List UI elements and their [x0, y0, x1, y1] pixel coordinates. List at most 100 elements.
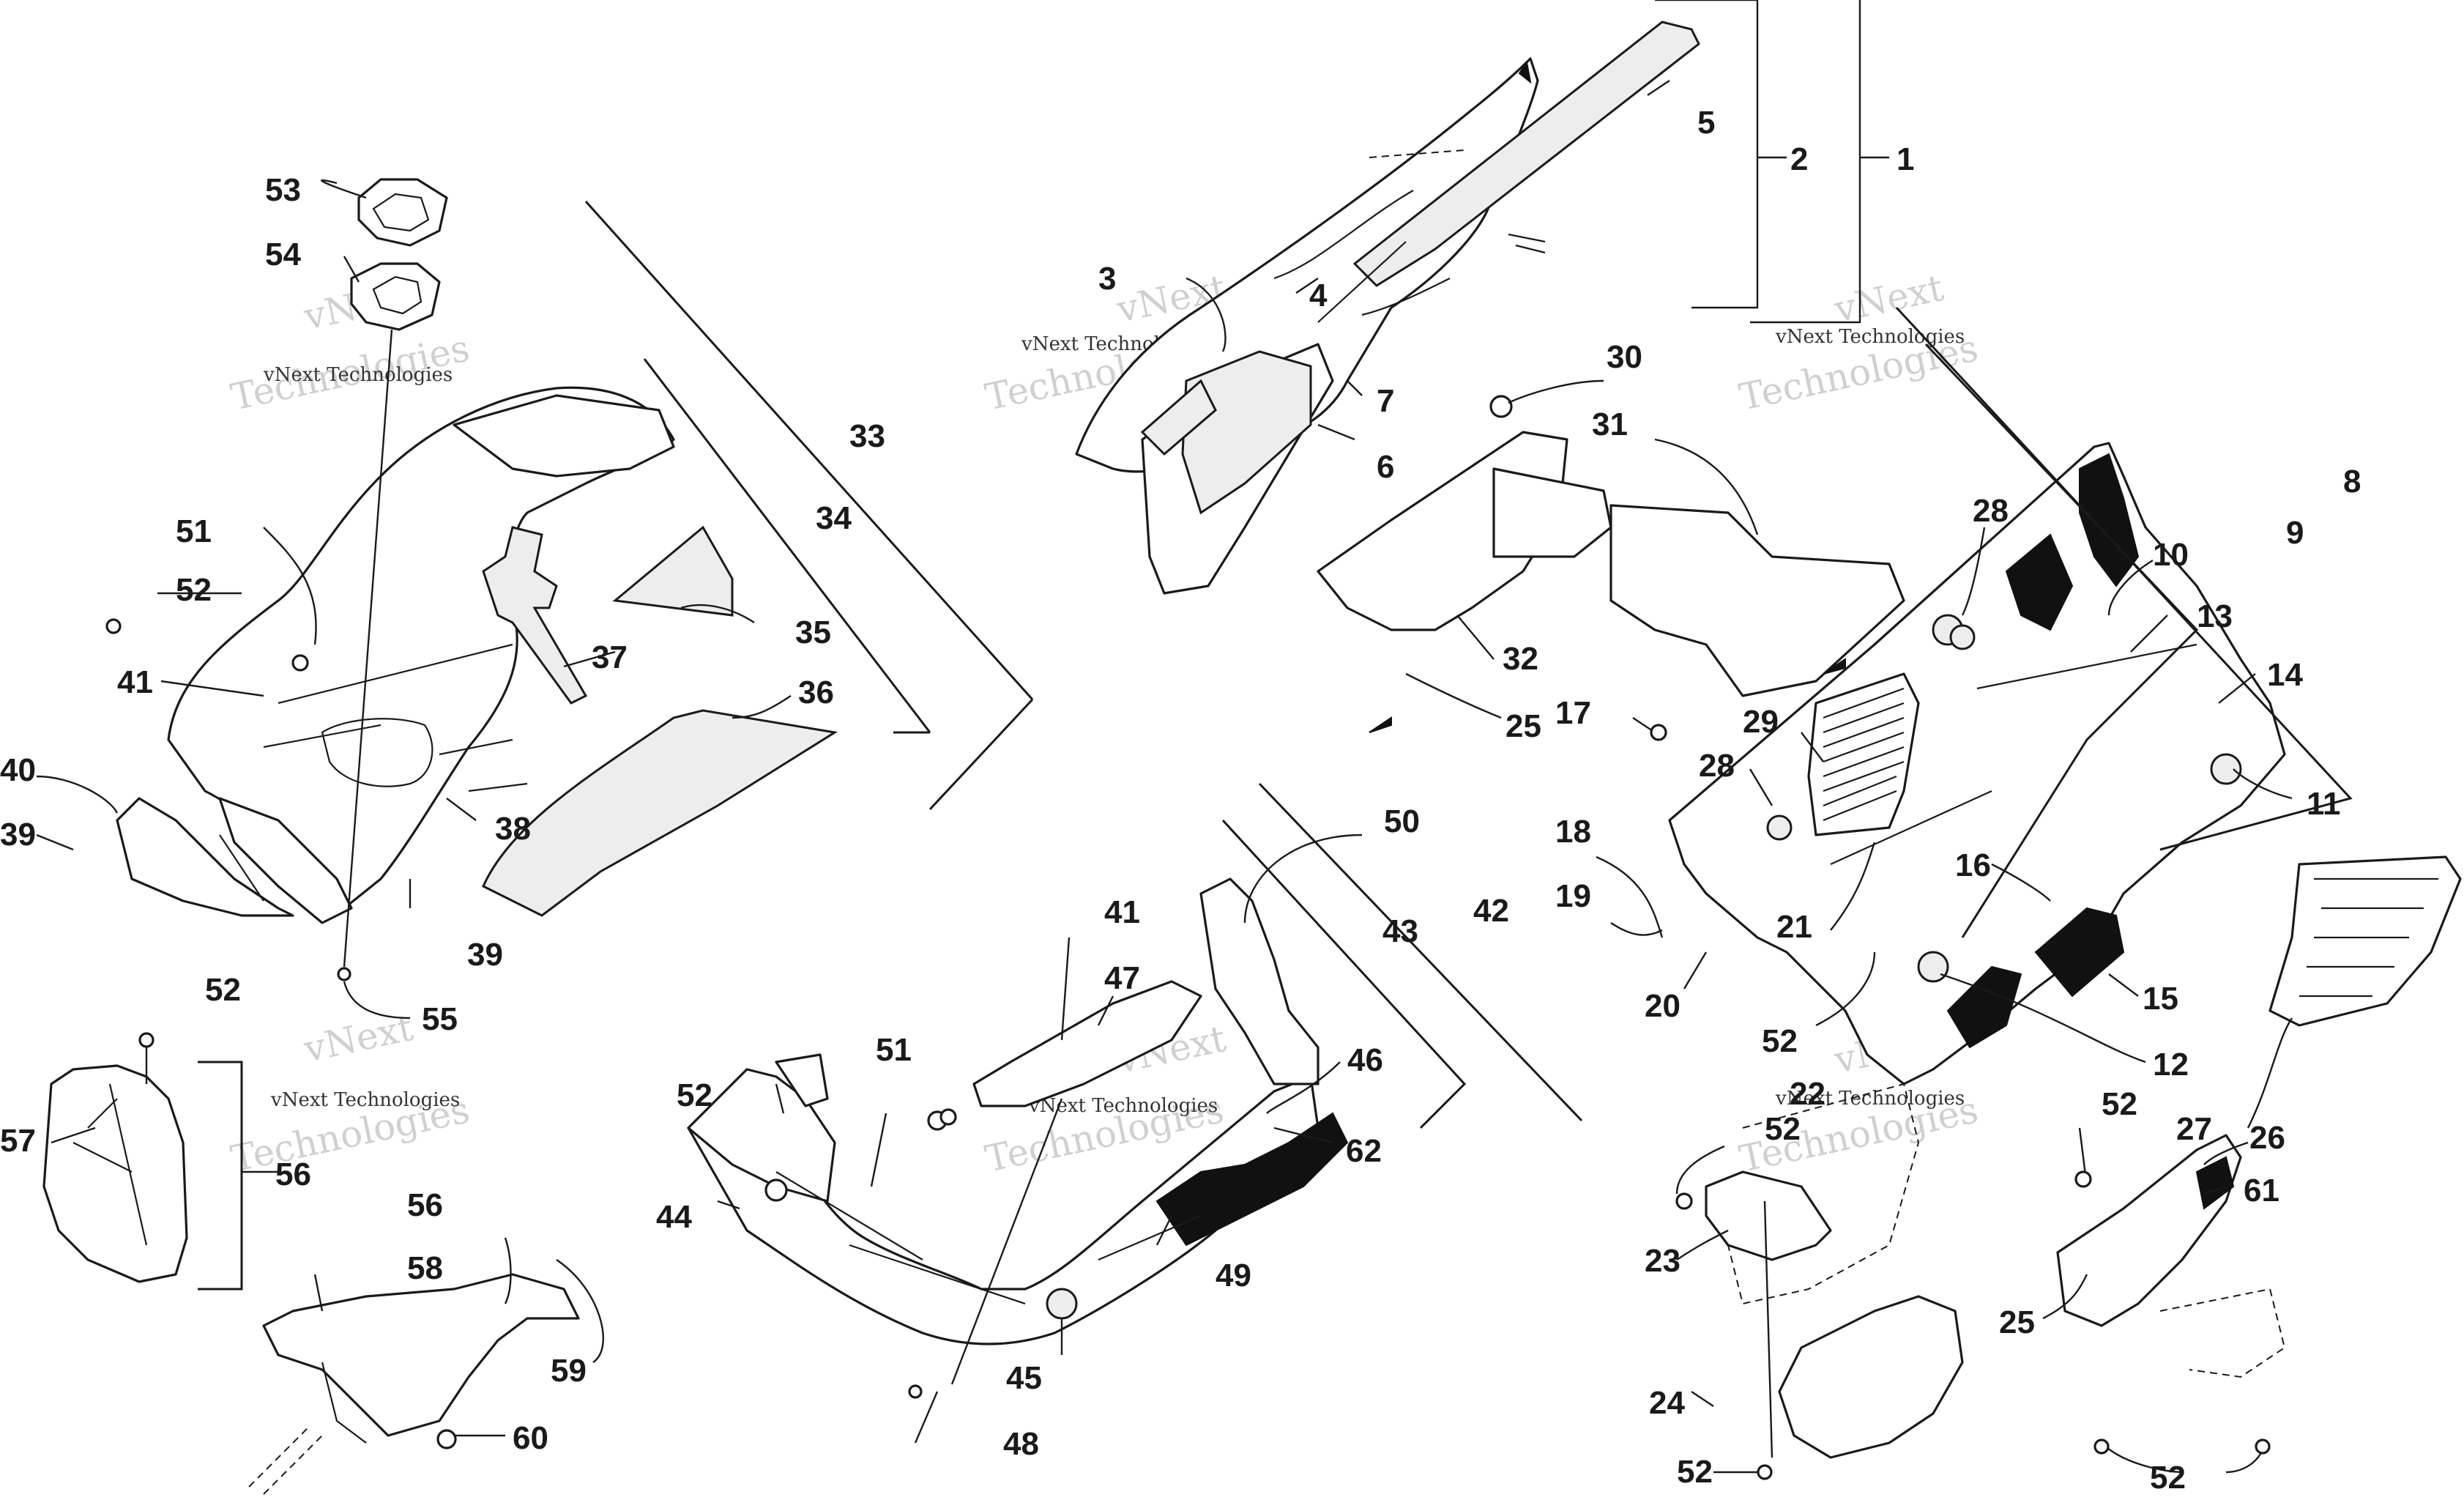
bracket-2 [1655, 0, 1759, 309]
bracket-57-ribs [72, 1083, 148, 1246]
leader-52-right-upper [1815, 951, 1876, 1027]
callout-18: 18 [1555, 814, 1591, 850]
panel-32-inner [1492, 467, 1612, 558]
bracket-1 [1750, 0, 1861, 324]
leader-19 [1610, 922, 1663, 936]
leader-28-upper [1961, 527, 1986, 616]
callout-52-left: 52 [176, 572, 212, 608]
nose-pan-ribs [263, 643, 528, 792]
pad-11 [2210, 753, 2242, 785]
callout-24: 24 [1649, 1385, 1685, 1421]
callout-21: 21 [1776, 909, 1812, 945]
callout-28-upper: 28 [1973, 493, 2009, 529]
callout-20: 20 [1645, 988, 1680, 1024]
belly-pan-right-wall [1199, 877, 1320, 1085]
callout-51-left: 51 [176, 513, 212, 549]
callout-54: 54 [265, 237, 301, 272]
callout-41-left: 41 [117, 664, 153, 700]
callout-26: 26 [2249, 1120, 2285, 1156]
callout-62: 62 [1346, 1133, 1382, 1169]
callout-49: 49 [1216, 1258, 1251, 1293]
callout-32: 32 [1503, 641, 1538, 677]
seat-hidden-edge [1369, 149, 1465, 158]
callout-46: 46 [1347, 1042, 1383, 1078]
callout-55: 55 [422, 1001, 458, 1037]
leader-16 [1991, 863, 2051, 902]
callout-42: 42 [1473, 893, 1509, 929]
leader-15 [2108, 973, 2139, 997]
callout-28-lower: 28 [1699, 748, 1735, 784]
watermark-caption: vNext Technologies [270, 1089, 460, 1111]
panel-23 [1705, 1170, 1832, 1261]
callout-52-bottom-b: 52 [2150, 1460, 2186, 1496]
callout-9: 9 [2286, 515, 2304, 551]
callout-1: 1 [1897, 141, 1914, 177]
leader-52-bottom-b-right [2225, 1449, 2264, 1474]
foam-pad-36 [482, 709, 838, 917]
leader-59 [556, 1259, 604, 1363]
leader-24 [1691, 1391, 1714, 1407]
leader-4 [1295, 278, 1319, 294]
bracket-42 [1258, 782, 1583, 1122]
leader-52-bottom-b-left [2101, 1442, 2183, 1474]
leader-36 [732, 695, 792, 719]
side-panel-graphic-d [1946, 965, 2022, 1049]
leader-40 [36, 775, 119, 814]
leader-5 [1647, 80, 1670, 96]
watermark-caption: vNext Technologies [1775, 1088, 1965, 1110]
callout-50: 50 [1384, 803, 1420, 839]
callout-52-center: 52 [677, 1077, 712, 1113]
right-lower-panels [1705, 1083, 2286, 1459]
callout-44: 44 [656, 1199, 692, 1235]
leader-41-center [1060, 937, 1071, 1041]
nose-pan-assembly [116, 386, 838, 924]
leader-30 [1508, 379, 1604, 404]
belly-pan-body [687, 1075, 1320, 1345]
leader-50 [1243, 833, 1363, 924]
callout-2: 2 [1790, 141, 1808, 177]
rivet-55 [337, 967, 351, 981]
leader-49 [1155, 1215, 1173, 1246]
seat-strap [1508, 233, 1546, 254]
callout-48: 48 [1003, 1426, 1039, 1462]
leader-31 [1654, 438, 1759, 535]
watermark-text: vNext [299, 1006, 417, 1071]
fastener-60 [436, 1429, 457, 1449]
callout-13: 13 [2197, 598, 2233, 634]
callout-25-lower: 25 [1999, 1304, 2035, 1340]
grommet-51 [939, 1108, 957, 1126]
leader-23 [1676, 1229, 1729, 1260]
callout-52-bottom-a: 52 [1677, 1454, 1713, 1490]
callout-16: 16 [1955, 847, 1991, 883]
rivet-48 [908, 1384, 923, 1399]
belly-pan-decal-49 [1155, 1112, 1349, 1247]
callout-59: 59 [551, 1353, 587, 1389]
callout-58: 58 [407, 1250, 443, 1286]
pad-28-upper [1949, 624, 1976, 650]
callout-41-center: 41 [1104, 894, 1140, 930]
leader-35 [680, 604, 755, 623]
leader-39-left [36, 833, 74, 851]
seat-foam-pad-6 [1181, 350, 1312, 515]
leader-26 [2203, 1141, 2249, 1165]
callout-52-mid: 52 [1765, 1111, 1801, 1147]
side-panel-assembly [1317, 395, 2462, 1085]
bracket-56-flange [321, 1362, 367, 1444]
bracket-56-hidden [248, 1427, 323, 1495]
callout-57: 57 [0, 1123, 36, 1159]
fastener-markers [105, 618, 2271, 1480]
callout-52-right-upper: 52 [1762, 1023, 1798, 1059]
leader-47 [1097, 995, 1114, 1026]
callout-14: 14 [2267, 657, 2303, 693]
leader-6 [1317, 423, 1355, 441]
leader-11 [2233, 768, 2293, 800]
callout-10: 10 [2153, 537, 2189, 573]
leader-41-left [160, 680, 264, 697]
callout-15: 15 [2143, 981, 2178, 1017]
screw-52-bottom-b [2093, 1438, 2110, 1455]
vent-29-mesh [1823, 687, 1905, 822]
callout-22: 22 [1790, 1076, 1825, 1112]
panel-24 [1778, 1295, 1964, 1459]
belly-pan-bracket-47 [972, 980, 1202, 1107]
leader-24-shaft [1763, 1200, 1773, 1458]
